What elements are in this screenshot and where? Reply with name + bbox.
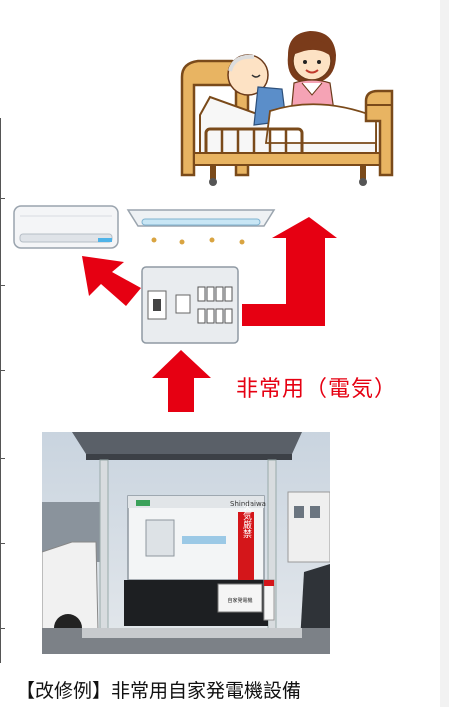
table-tick — [0, 370, 5, 371]
hospital-bed-illustration — [180, 31, 394, 186]
generator-photo: Shindaiwa 火気厳禁 自家発電機 — [42, 432, 330, 654]
generator-brand: Shindaiwa — [230, 500, 266, 508]
distribution-board-icon — [141, 266, 239, 344]
arrow-to-bed — [242, 217, 337, 326]
right-margin-strip — [440, 0, 449, 707]
table-tick — [0, 628, 5, 629]
figure-caption: 【改修例】非常用自家発電機設備 — [16, 680, 302, 702]
fire-warning-sign: 火気厳禁 — [241, 502, 252, 538]
air-conditioner-icon — [13, 205, 119, 249]
generator-photo-drawing: Shindaiwa 火気厳禁 自家発電機 — [42, 432, 330, 654]
table-tick — [0, 198, 5, 199]
emergency-power-label: 非常用（電気） — [236, 377, 398, 402]
table-tick — [0, 285, 5, 286]
table-tick — [0, 543, 5, 544]
ceiling-light-icon — [126, 209, 276, 245]
generator-plate: 自家発電機 — [227, 597, 252, 604]
arrow-up-to-panel — [152, 350, 211, 412]
arrow-to-air-conditioner — [82, 256, 141, 306]
left-table-border — [0, 118, 1, 663]
table-tick — [0, 458, 5, 459]
